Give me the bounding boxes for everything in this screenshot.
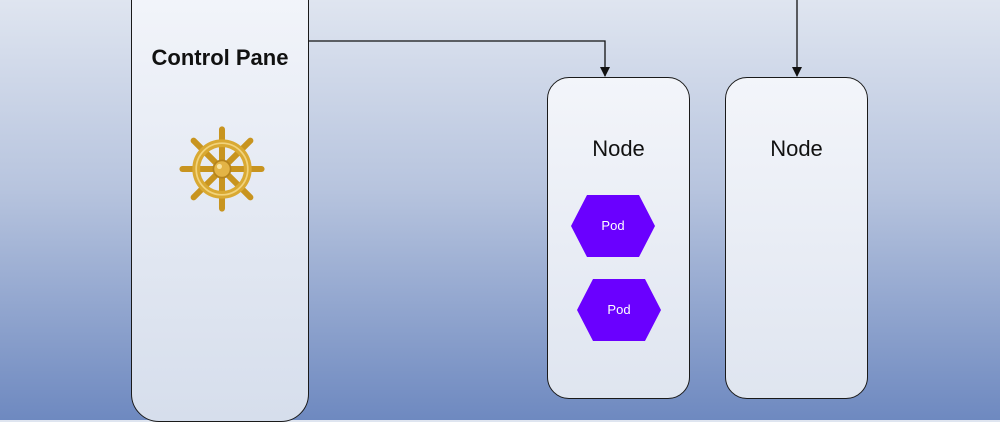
pod-hexagon-shape [577,279,661,341]
ship-wheel-icon [179,126,265,212]
pod: Pod [571,195,655,257]
node-title: Node [770,136,823,161]
node-title: Node [592,136,645,161]
pod: Pod [577,279,661,341]
control-pane-box: Control Pane [131,0,309,422]
node-box-1: Node Pod Pod [547,77,690,399]
pod-label: Pod [601,218,625,233]
pod-hexagon-shape [571,195,655,257]
node-box-2: Node [725,77,868,399]
pod-label: Pod [607,302,631,317]
connector-control-to-node-1 [309,40,610,77]
control-pane-title: Control Pane [151,45,289,70]
